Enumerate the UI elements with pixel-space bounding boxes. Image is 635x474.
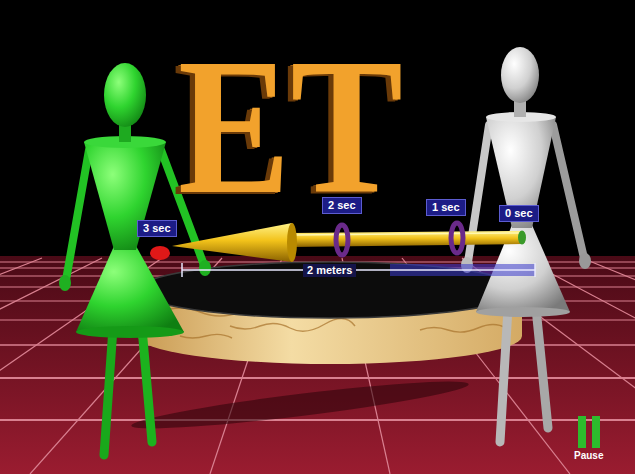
figure-leg [536, 308, 548, 428]
time-ring [451, 223, 463, 253]
floor-shadow [130, 373, 470, 436]
time-tag: 0 sec [499, 205, 539, 222]
time-tag: 1 sec [426, 199, 466, 216]
dimension-label: 2 meters [303, 264, 356, 277]
time-tag-text: 2 sec [328, 199, 356, 212]
figure-arm [66, 150, 89, 280]
dimension-tick [534, 263, 536, 277]
figure-head [501, 47, 539, 103]
arrow-shaft [292, 231, 522, 247]
shaft-cap [518, 231, 526, 245]
figure-leg [500, 308, 508, 442]
logo-letters: ET [178, 28, 403, 224]
figure-skirt-hem [476, 307, 570, 317]
time-tag-text: 1 sec [432, 201, 460, 214]
time-tag: 2 sec [322, 197, 362, 214]
time-ring [336, 225, 348, 255]
grid-line [0, 419, 635, 421]
figure-head [104, 63, 146, 127]
dimension-tick [181, 263, 183, 277]
shaft-highlight [292, 233, 522, 235]
arrow-head-base [287, 223, 297, 262]
pause-icon [592, 416, 600, 448]
grid-line [582, 258, 635, 474]
dimension-line [182, 263, 535, 277]
figure-leg [142, 328, 152, 442]
arrow-head [172, 223, 292, 262]
figure-hand [199, 260, 211, 276]
figure-skirt [76, 246, 184, 332]
grain-line [180, 334, 232, 338]
time-tag: 3 sec [137, 220, 177, 237]
grain-line [420, 325, 506, 333]
grid-line [0, 258, 102, 474]
figure-leg [104, 328, 113, 455]
grain-line [230, 318, 355, 331]
figure-torso [486, 117, 556, 228]
figure-hand [59, 275, 71, 291]
position-marker [150, 246, 170, 260]
figure-arm [553, 125, 584, 258]
time-tag-text: 0 sec [505, 207, 533, 220]
time-tag-text: 3 sec [143, 222, 171, 235]
dimension-rule [182, 269, 535, 271]
velocity-arrow [150, 223, 526, 262]
figure-skirt-hem [76, 326, 184, 338]
pause-label: Pause [574, 450, 603, 462]
figure-hand [579, 253, 591, 269]
pause-icon [578, 416, 586, 448]
